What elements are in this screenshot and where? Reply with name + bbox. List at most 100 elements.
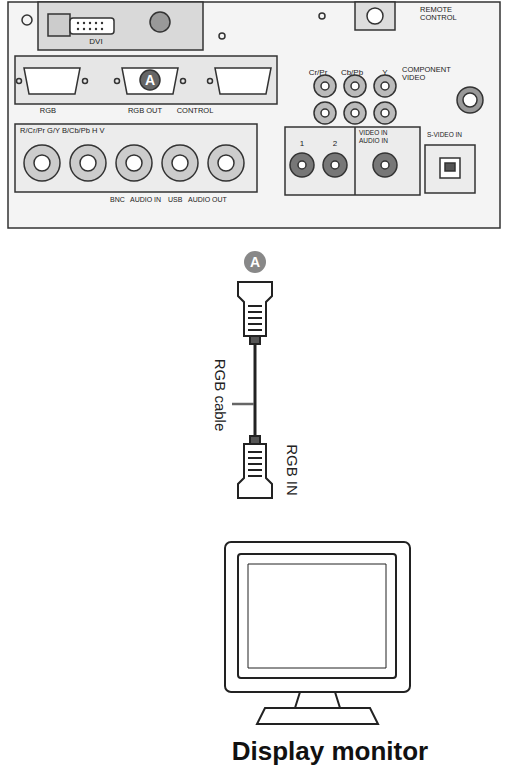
dvi-pins-part xyxy=(95,22,97,24)
rgb-connectors xyxy=(15,56,277,104)
rear-panel-part xyxy=(150,12,170,32)
av-jacks-part xyxy=(445,163,455,171)
port-label: DVI xyxy=(89,38,102,46)
component-jacks-part xyxy=(351,109,359,117)
av-jacks-part xyxy=(381,161,389,169)
component-jacks xyxy=(314,75,483,124)
dvi-pins-part xyxy=(95,28,97,30)
component-jacks-part xyxy=(314,75,336,97)
rgb-cable-part xyxy=(248,329,262,331)
rgb-cable-part xyxy=(248,311,262,313)
bnc-jacks xyxy=(15,124,257,192)
component-jacks-part xyxy=(314,102,336,124)
component-jacks-part xyxy=(321,82,329,90)
port-label: AUDIO OUT xyxy=(188,196,227,203)
rgb-cable-part xyxy=(248,317,262,319)
rgb-connectors-part xyxy=(15,56,277,104)
rgb-cable-part xyxy=(248,463,262,465)
dvi-pins-part xyxy=(89,22,91,24)
port-label: S-VIDEO IN xyxy=(427,132,462,139)
monitor xyxy=(225,542,410,724)
dvi-pins-part xyxy=(83,22,85,24)
port-label: R/Cr/Pr G/Y B/Cb/Pb H V xyxy=(20,127,104,135)
rear-panel-part xyxy=(70,18,114,34)
remote-jack-part xyxy=(367,8,383,24)
port-label: CONTROL xyxy=(177,107,214,115)
monitor-part xyxy=(238,554,396,678)
monitor-part xyxy=(248,564,386,668)
rear-panel-part xyxy=(8,2,500,228)
rgb-connectors-part xyxy=(208,79,213,84)
port-label: VIDEO IN xyxy=(359,130,388,137)
rgb-cable-part xyxy=(238,444,272,498)
av-jacks-part xyxy=(298,161,306,169)
bnc-jacks-part xyxy=(80,155,96,171)
port-label: RGB OUT xyxy=(128,107,162,115)
bnc-jacks-part xyxy=(15,124,257,192)
port-label: 2 xyxy=(333,140,337,148)
dvi-pins-part xyxy=(101,28,103,30)
rgb-cable-part xyxy=(238,282,272,336)
rear-panel-part xyxy=(38,2,203,50)
bnc-jacks-part xyxy=(24,145,60,181)
dvi-pins-part xyxy=(83,28,85,30)
component-jacks-part xyxy=(463,93,477,107)
bnc-jacks-part xyxy=(126,155,142,171)
rgb-connectors-part xyxy=(140,70,160,90)
rear-panel xyxy=(8,2,500,228)
rgb-cable-part xyxy=(250,436,260,444)
rgb-connectors-part xyxy=(122,68,178,94)
remote-jack-part xyxy=(355,2,395,30)
rgb-connectors-part xyxy=(215,68,271,94)
av-jacks-part xyxy=(373,153,397,177)
component-jacks-part xyxy=(351,82,359,90)
port-label: COMPONENT VIDEO xyxy=(402,66,472,82)
rgb-cable-part xyxy=(250,336,260,344)
port-label: 1 xyxy=(300,140,304,148)
rgb-cable-part xyxy=(254,344,257,436)
rgb-cable-part xyxy=(248,323,262,325)
connector-label: RGB IN xyxy=(284,444,300,496)
dvi-pins-part xyxy=(101,22,103,24)
bnc-jacks-part xyxy=(70,145,106,181)
rgb-connectors-part xyxy=(24,68,80,94)
component-jacks-part xyxy=(321,109,329,117)
port-label: Cr/Pr xyxy=(309,69,328,77)
bnc-jacks-part xyxy=(218,155,234,171)
rgb-cable-part xyxy=(248,305,262,307)
callout-letter: A xyxy=(145,73,155,88)
dvi-pins-part xyxy=(77,22,79,24)
component-jacks-part xyxy=(374,102,396,124)
bnc-jacks-part xyxy=(162,145,198,181)
component-jacks-part xyxy=(457,87,483,113)
rgb-cable-part xyxy=(248,475,262,477)
dvi-pins xyxy=(77,22,103,30)
port-label: AUDIO IN xyxy=(130,196,161,203)
caption-label: Display monitor xyxy=(232,738,428,765)
av-jacks-part xyxy=(290,153,314,177)
port-label: USB xyxy=(168,196,182,203)
rgb-cable xyxy=(232,251,272,498)
rgb-cable-part xyxy=(248,469,262,471)
remote-jack xyxy=(319,2,395,30)
component-jacks-part xyxy=(344,102,366,124)
bnc-jacks-part xyxy=(34,155,50,171)
component-jacks-part xyxy=(381,109,389,117)
port-label: RGB xyxy=(40,107,56,115)
monitor-part xyxy=(225,542,410,692)
callout-letter: A xyxy=(250,255,260,270)
dvi-pins-part xyxy=(89,28,91,30)
rear-panel-part xyxy=(219,33,225,39)
rgb-connectors-part xyxy=(83,79,88,84)
rgb-cable-part xyxy=(232,403,254,406)
monitor-part xyxy=(257,708,378,724)
component-jacks-part xyxy=(381,82,389,90)
av-jacks-part xyxy=(285,127,420,195)
monitor-part xyxy=(295,692,340,708)
av-jacks-part xyxy=(425,145,475,193)
av-jacks-part xyxy=(331,161,339,169)
rgb-cable-part xyxy=(248,451,262,453)
port-label: AUDIO IN xyxy=(359,138,388,145)
